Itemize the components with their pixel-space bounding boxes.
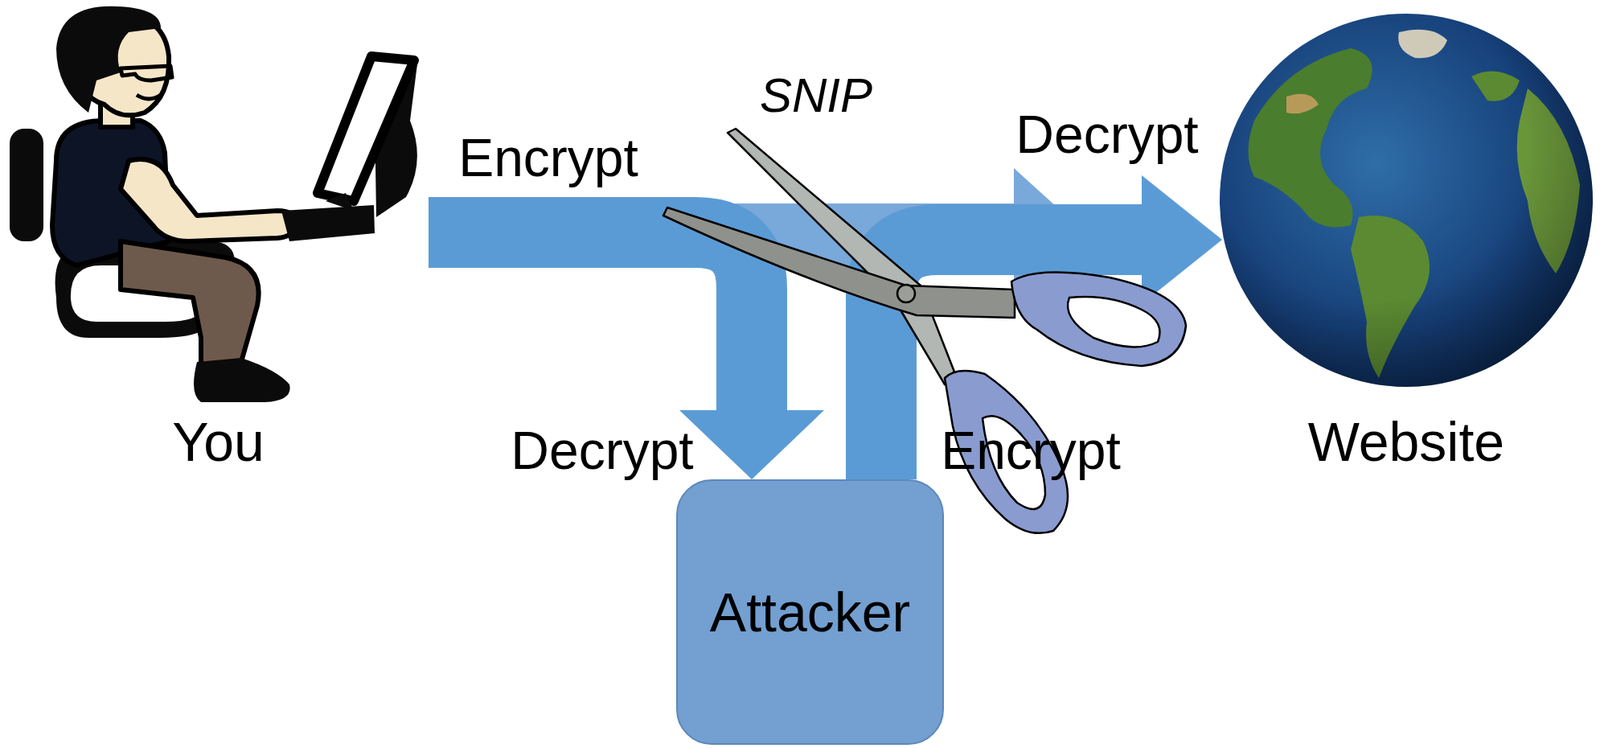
step-label: Encrypt bbox=[455, 130, 642, 186]
step-label: Encrypt bbox=[937, 422, 1125, 479]
arrow-head bbox=[1141, 175, 1223, 304]
data-flow-arrow bbox=[428, 232, 825, 480]
actor-node: Website bbox=[1219, 0, 1593, 483]
arrow-head bbox=[679, 410, 825, 480]
node-label: Website bbox=[1219, 411, 1593, 472]
globe-illustration bbox=[1219, 13, 1593, 387]
person-illustration bbox=[9, 6, 419, 403]
attacker-box: Attacker bbox=[676, 479, 944, 745]
arrow-shaft bbox=[428, 232, 752, 412]
step-label: Decrypt bbox=[1012, 106, 1202, 163]
step-label: Decrypt bbox=[507, 422, 697, 479]
snip-label: SNIP bbox=[756, 69, 876, 121]
node-label: Attacker bbox=[709, 582, 911, 643]
actor-node: You bbox=[8, 0, 429, 483]
node-label: You bbox=[8, 411, 429, 472]
